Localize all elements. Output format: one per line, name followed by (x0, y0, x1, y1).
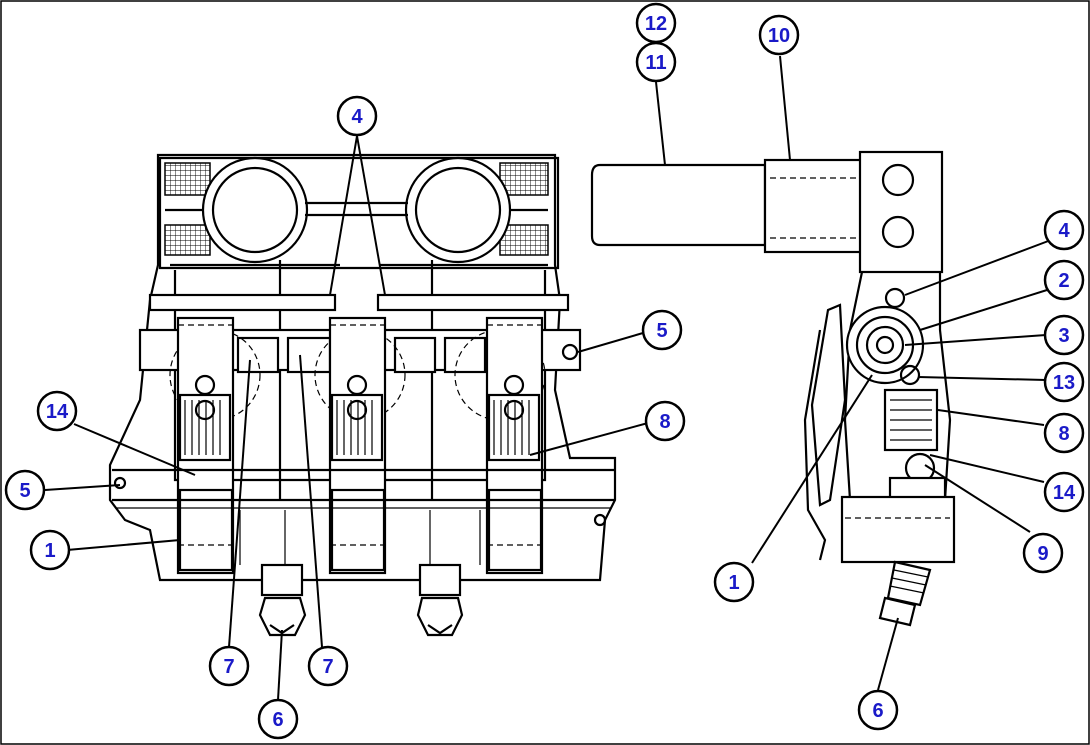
callout-circle (4, 469, 46, 511)
lever-arm (176, 316, 235, 575)
callout-circle (1043, 412, 1085, 454)
callout-number: 5 (19, 480, 30, 502)
callout-circle (758, 14, 800, 56)
plate (148, 293, 337, 312)
callout-number: 1 (728, 572, 739, 594)
callout-circle (857, 689, 899, 731)
callout-circle (1043, 314, 1085, 356)
callout-number: 3 (1058, 325, 1069, 347)
callout-circle (1022, 532, 1064, 574)
adjusting-screw (416, 563, 464, 637)
callout-number: 6 (872, 700, 883, 722)
callout-c5-mid: 5 (641, 309, 683, 351)
callout-number: 13 (1053, 372, 1075, 394)
callout-c13: 13 (1043, 361, 1085, 403)
callout-number: 11 (645, 52, 666, 74)
callout-number: 1 (44, 540, 55, 562)
callout-circle (635, 41, 677, 83)
callout-circle (208, 645, 250, 687)
callout-c4-left: 4 (336, 95, 378, 137)
callout-c6-right: 6 (857, 689, 899, 731)
callout-layer: 4 5 8 14 5 1 7 7 6 12 11 10 4 2 3 13 8 14 9 1 6 (4, 2, 1085, 740)
callout-circle (307, 645, 349, 687)
callout-number: 14 (46, 401, 69, 423)
callout-c5-left: 5 (4, 469, 46, 511)
callout-circle (644, 400, 686, 442)
plate (376, 293, 570, 312)
callout-c4-right: 4 (1043, 209, 1085, 251)
cylinder-port (404, 156, 512, 264)
callout-c1-left: 1 (29, 529, 71, 571)
cable-sleeve (763, 158, 867, 254)
cable-tube (590, 163, 767, 247)
callout-c6-left: 6 (257, 698, 299, 740)
callout-number: 4 (351, 106, 363, 128)
callout-c8-right: 8 (1043, 412, 1085, 454)
callout-circle (336, 95, 378, 137)
lever-plate (810, 303, 847, 507)
grille-pad (164, 162, 211, 196)
adjusting-screw (878, 560, 932, 627)
callout-number: 8 (1058, 423, 1069, 445)
callout-number: 5 (656, 320, 667, 342)
callout-circle (36, 390, 78, 432)
adjusting-screw (258, 563, 307, 637)
front-view-assembly (108, 153, 617, 637)
callout-number: 6 (272, 709, 283, 731)
callout-c7-b: 7 (307, 645, 349, 687)
bracket (858, 150, 944, 274)
lever-arm (485, 316, 544, 575)
leader-lines (44, 55, 1052, 701)
callout-circle (1043, 471, 1085, 513)
callout-c11: 11 (635, 41, 677, 83)
callout-number: 2 (1058, 270, 1069, 292)
callout-number: 4 (1058, 220, 1070, 242)
grille-pad (499, 224, 549, 256)
callout-circle (1043, 259, 1085, 301)
callout-number: 8 (659, 411, 670, 433)
callout-number: 7 (322, 656, 333, 678)
callout-c14-left: 14 (36, 390, 78, 432)
side-view-assembly (590, 150, 956, 627)
callout-number: 10 (768, 25, 790, 47)
callout-circle (713, 561, 755, 603)
callout-c7-a: 7 (208, 645, 250, 687)
callout-c8-left: 8 (644, 400, 686, 442)
callout-number: 14 (1053, 482, 1076, 504)
callout-number: 12 (645, 13, 667, 35)
cylinder-port (201, 156, 309, 264)
callout-number: 9 (1037, 543, 1048, 565)
callout-circle (1043, 361, 1085, 403)
callout-c1-right: 1 (713, 561, 755, 603)
callout-c2: 2 (1043, 259, 1085, 301)
callout-circle (641, 309, 683, 351)
lever-arm (328, 316, 387, 575)
grille-pad (164, 224, 211, 256)
callout-circle (1043, 209, 1085, 251)
pivot-bearing (845, 305, 925, 385)
callout-circle (29, 529, 71, 571)
callout-c3: 3 (1043, 314, 1085, 356)
callout-number: 7 (223, 656, 234, 678)
callout-c12: 12 (635, 2, 677, 44)
lower-block (840, 495, 956, 564)
callout-c10: 10 (758, 14, 800, 56)
callout-circle (257, 698, 299, 740)
callout-c9: 9 (1022, 532, 1064, 574)
callout-c14-right: 14 (1043, 471, 1085, 513)
